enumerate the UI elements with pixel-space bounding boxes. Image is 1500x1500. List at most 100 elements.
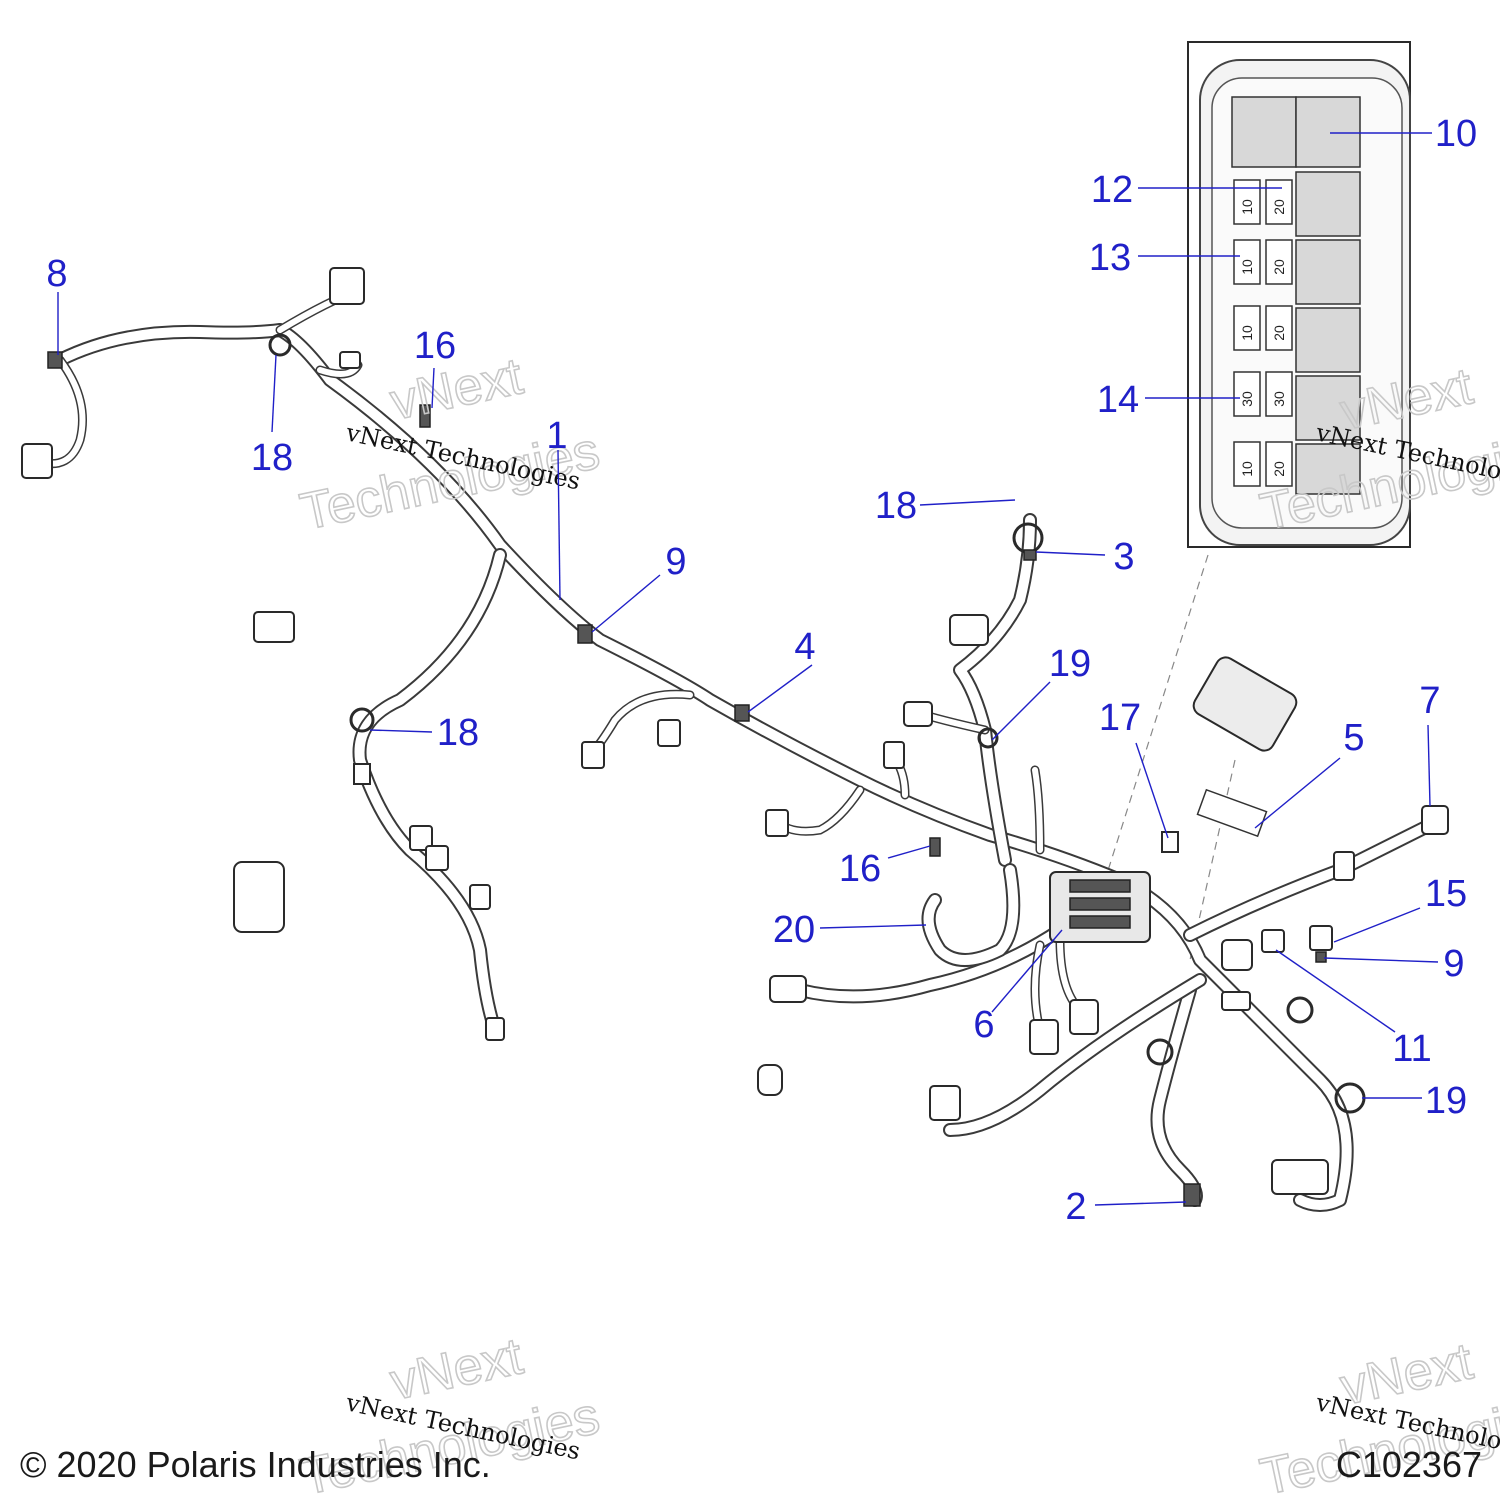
clip-8 [47,351,63,369]
leader-16 [431,367,435,409]
connector-small [1333,851,1355,881]
connector-small [903,701,933,727]
fuse-puller-17 [1161,831,1179,853]
leader-15 [1333,907,1421,943]
fuse-box-cover [1192,656,1298,752]
drawing-number: C102367 [1336,1444,1482,1485]
relay-10 [1295,96,1361,168]
callout-17: 17 [1099,697,1141,739]
callout-15: 15 [1425,873,1467,915]
leader-7 [1427,724,1431,807]
connector-6 [1069,999,1099,1035]
fuse-row [1069,897,1131,911]
connector-upper [949,614,989,646]
leader-4 [747,664,813,713]
diagnostic-connector-20 [233,861,285,933]
cable-tie [1146,1038,1174,1066]
fuse-rating: 20 [1271,325,1287,341]
fuse-10a [1233,239,1261,285]
callout-11: 11 [1392,1028,1431,1070]
fuse-rating: 20 [1271,259,1287,275]
connector-small [339,351,361,369]
callout-6: 6 [973,1004,994,1046]
connector-bottom [929,1085,961,1121]
clip-3 [1023,549,1037,561]
connector-small [425,845,449,871]
leader-3 [1035,551,1106,556]
connector-small [353,763,371,785]
leader-18 [919,499,1016,506]
watermark-vnext: vNext [385,347,528,431]
callout-19: 19 [1425,1080,1467,1122]
relay-e [1295,443,1361,495]
copyright-text: © 2020 Polaris Industries Inc. [20,1444,491,1485]
fuse-box-inset: 10 20 10 20 10 20 30 30 10 20 [1187,41,1411,548]
clip-9 [577,624,593,644]
leader-11 [1275,949,1396,1033]
clip-2 [1183,1183,1201,1207]
connector-round [1221,939,1253,971]
relay-d [1295,375,1361,441]
connector-small [581,741,605,769]
fuse-label-5 [1196,788,1268,838]
fuse-30a [1233,371,1261,417]
fuse-rating: 10 [1239,325,1255,341]
connector-upper [253,611,295,643]
cable-tie [1286,996,1314,1024]
leader-18 [271,354,277,433]
connector-left [21,443,53,479]
relay-small [1231,96,1297,168]
connector-6 [1029,1019,1059,1055]
callout-4: 4 [794,626,815,668]
leader-lines [57,132,1439,1206]
clip-9 [1315,951,1327,963]
callout-14: 14 [1097,379,1139,421]
leader-18 [369,729,433,733]
leader-19 [991,681,1051,741]
relay-11 [1261,929,1285,953]
fuse-rating: 10 [1239,259,1255,275]
callout-7: 7 [1419,680,1440,722]
leader-16 [887,845,931,859]
leader-20 [819,924,927,929]
fuse-20a [1265,305,1293,351]
fuse-20a [1265,441,1293,487]
callout-18: 18 [437,712,479,754]
connector-small [469,884,491,910]
fuse-rating: 10 [1239,199,1255,215]
callout-9: 9 [1443,943,1464,985]
relay-b [1295,239,1361,305]
connectors [21,267,1449,1207]
cable-tie-18 [349,707,375,733]
leader-17 [1135,742,1169,839]
relay-a [1295,171,1361,237]
connector-upper-left [329,267,365,305]
leader-5 [1254,757,1341,829]
leader-20-hidden [232,925,820,928]
cable-tie-18 [268,333,292,357]
connector-left-lower [769,975,807,1003]
leader-6 [991,929,1063,1013]
fuse-10a [1233,305,1261,351]
fuse-row [1069,915,1131,929]
callout-8: 8 [46,253,67,295]
connector-small [883,741,905,769]
grommet [757,1064,783,1096]
callout-5: 5 [1343,717,1364,759]
fuse-30a [1265,371,1293,417]
callout-16: 16 [414,325,456,367]
watermark-vnext: vNext [385,1327,528,1411]
callout-2: 2 [1065,1186,1086,1228]
callout-labels: 8 18 16 1 9 18 4 18 3 19 17 5 7 16 20 15… [46,113,1477,1228]
callout-3: 3 [1113,536,1134,578]
clip-16 [419,404,431,428]
connector-small [765,809,789,837]
connector-small [409,825,433,851]
clip-4 [734,704,750,722]
fuse-rating: 30 [1239,391,1255,407]
callout-10: 10 [1435,113,1477,155]
callout-19: 19 [1049,643,1091,685]
callout-20: 20 [773,909,815,951]
fuse-20a [1265,239,1293,285]
